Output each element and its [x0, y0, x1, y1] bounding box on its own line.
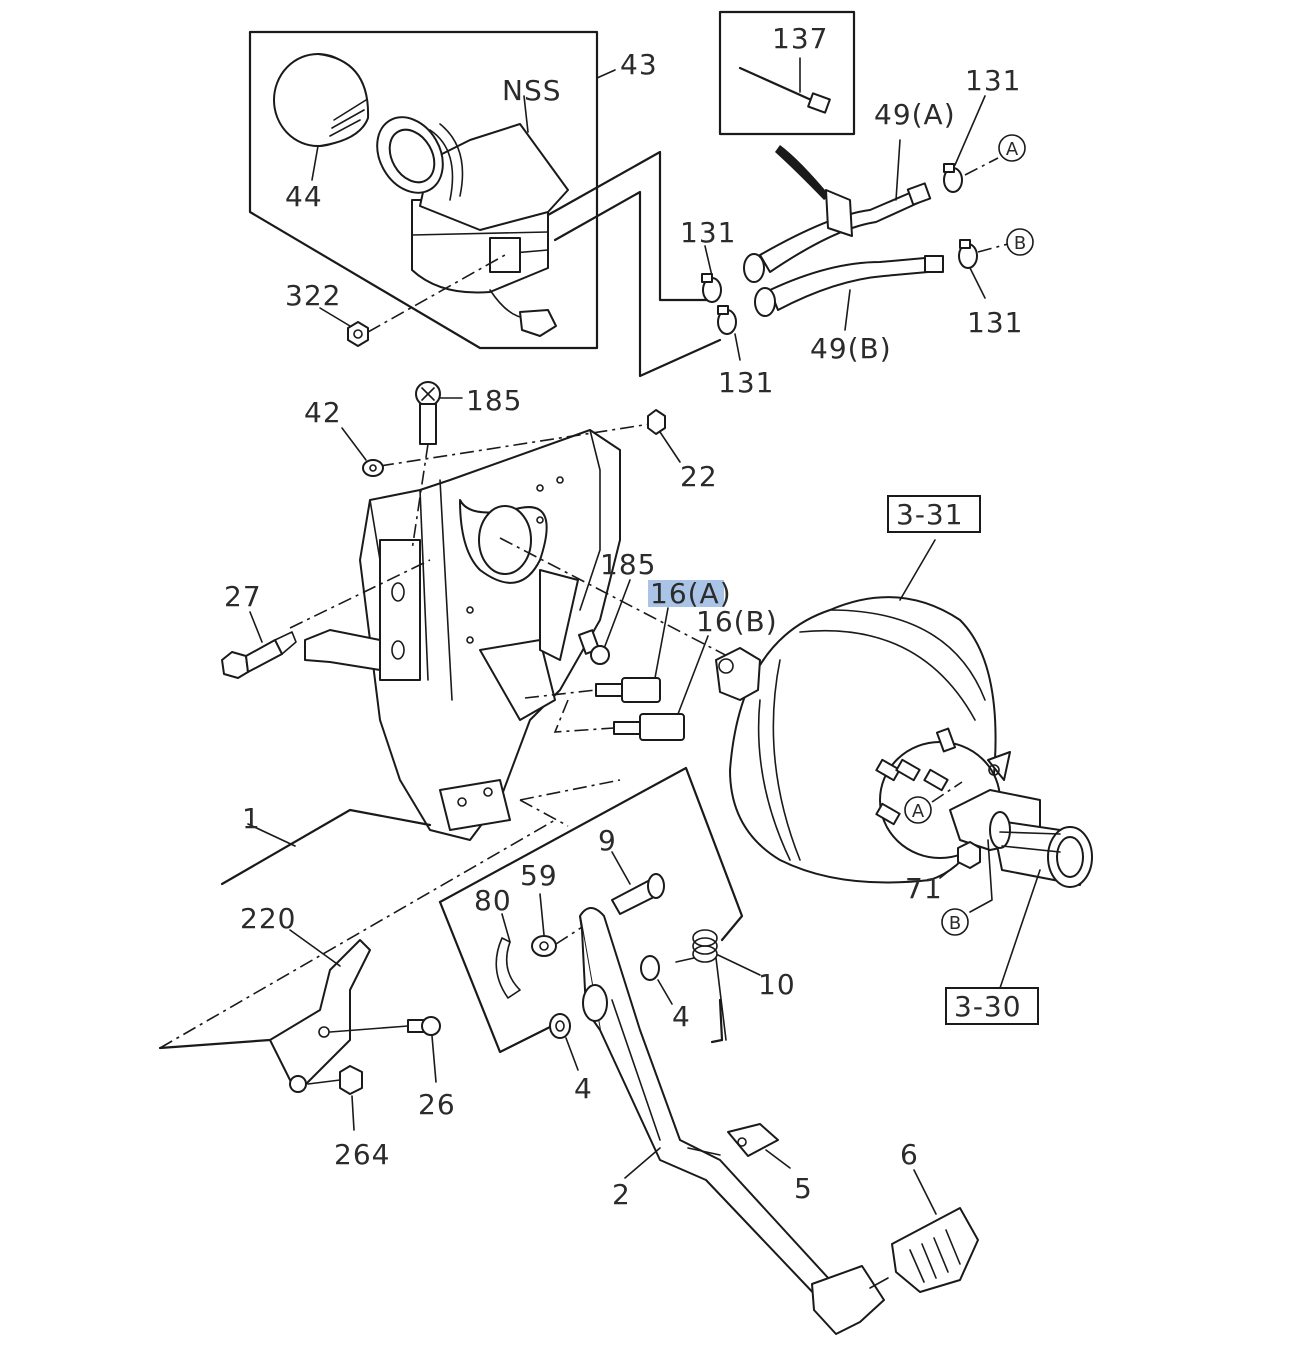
label-59: 59	[520, 859, 558, 892]
label-nss: NSS	[502, 74, 562, 107]
svg-text:A: A	[912, 801, 925, 822]
master-cylinder[interactable]	[989, 811, 1093, 888]
bolt-185-side[interactable]	[578, 629, 610, 665]
pedal-pad-6[interactable]	[891, 1207, 979, 1293]
bracket-220[interactable]	[269, 939, 371, 1093]
label-2: 2	[612, 1178, 631, 1211]
pedal-foot[interactable]	[811, 1265, 885, 1335]
label-10: 10	[758, 968, 796, 1001]
label-4-lower: 4	[574, 1072, 593, 1105]
bolt-185-top[interactable]	[415, 381, 441, 445]
label-264: 264	[334, 1138, 390, 1171]
clamp-131-b[interactable]	[958, 239, 978, 269]
ref-circle-a-booster: A	[904, 796, 932, 824]
pedal-stop-5[interactable]	[727, 1123, 779, 1157]
reservoir-tank[interactable]	[364, 105, 569, 337]
clamp-131-c[interactable]	[701, 273, 722, 303]
label-49b: 49(B)	[810, 332, 892, 365]
bushing-4-upper[interactable]	[640, 955, 660, 981]
ref-circle-b-booster: B	[941, 908, 969, 936]
label-4-upper: 4	[672, 1000, 691, 1033]
nut-322[interactable]	[347, 321, 369, 347]
ref-box-3-31	[887, 495, 981, 533]
svg-text:B: B	[1014, 233, 1026, 254]
switch-16a[interactable]	[595, 677, 661, 703]
brake-pedal-arm[interactable]	[579, 907, 831, 1301]
bolt-27[interactable]	[221, 631, 297, 679]
label-43: 43	[620, 48, 658, 81]
label-185-top: 185	[466, 384, 522, 417]
reservoir-group	[248, 30, 722, 378]
label-3-31: 3-31	[896, 498, 964, 531]
reservoir-cap[interactable]	[273, 53, 370, 147]
label-16a: 16(A)	[650, 577, 732, 610]
svg-text:B: B	[949, 913, 961, 934]
nut-22[interactable]	[647, 409, 666, 435]
label-44: 44	[285, 180, 323, 213]
label-5: 5	[794, 1172, 813, 1205]
ref-circle-a-top: A	[998, 134, 1026, 162]
label-16b: 16(B)	[696, 605, 778, 638]
washer-42[interactable]	[362, 459, 384, 477]
label-22: 22	[680, 460, 718, 493]
spring-10[interactable]	[675, 929, 727, 1041]
label-131-right: 131	[967, 306, 1023, 339]
label-137: 137	[772, 22, 828, 55]
hose-49b[interactable]	[754, 255, 944, 317]
switch-16b[interactable]	[613, 713, 685, 741]
pedal-bracket[interactable]	[304, 429, 621, 841]
washer-59[interactable]	[531, 935, 557, 957]
clip-80[interactable]	[495, 937, 521, 999]
ref-circle-b-top: B	[1006, 228, 1034, 256]
label-131-top-right: 131	[965, 64, 1021, 97]
clamp-131-a[interactable]	[943, 163, 963, 193]
label-80: 80	[474, 884, 512, 917]
brake-booster[interactable]	[729, 596, 1041, 884]
label-322: 322	[285, 279, 341, 312]
bolt-26[interactable]	[407, 1016, 441, 1036]
nut-71[interactable]	[957, 841, 981, 869]
label-71: 71	[905, 872, 943, 905]
label-1: 1	[242, 802, 261, 835]
clamp-131-d[interactable]	[717, 305, 737, 335]
label-131-bottom: 131	[718, 366, 774, 399]
nut-264[interactable]	[339, 1065, 363, 1095]
pin-9[interactable]	[611, 873, 665, 915]
label-6: 6	[900, 1138, 919, 1171]
svg-text:A: A	[1006, 139, 1019, 160]
label-27: 27	[224, 580, 262, 613]
label-49a: 49(A)	[874, 98, 956, 131]
label-220: 220	[240, 902, 296, 935]
clip-box	[718, 10, 856, 200]
label-9: 9	[598, 824, 617, 857]
label-131-left: 131	[680, 216, 736, 249]
bushing-4-lower[interactable]	[549, 1013, 571, 1039]
push-rod-clevis[interactable]	[715, 647, 761, 701]
label-42: 42	[304, 396, 342, 429]
label-3-30: 3-30	[954, 990, 1022, 1023]
ref-box-3-30	[945, 987, 1039, 1025]
label-185-side: 185	[600, 548, 656, 581]
label-26: 26	[418, 1088, 456, 1121]
hose-49a[interactable]	[743, 182, 932, 283]
highlight-16a	[648, 580, 724, 607]
